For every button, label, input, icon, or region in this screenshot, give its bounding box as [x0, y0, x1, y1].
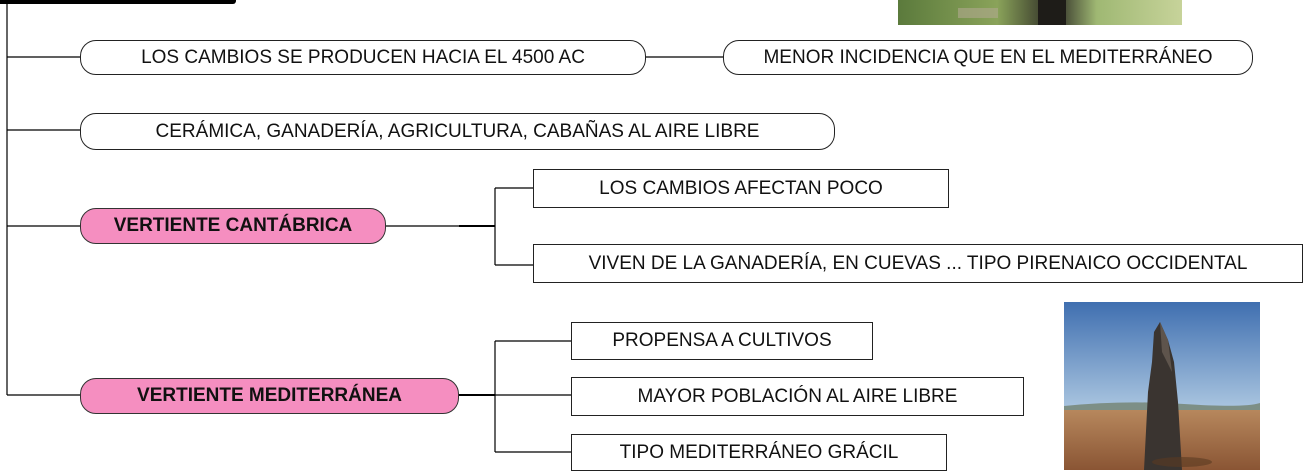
branch4-node[interactable]: VERTIENTE MEDITERRÁNEA [80, 378, 459, 414]
landscape-photo [898, 0, 1182, 25]
menhir-photo [1064, 302, 1260, 470]
branch2-node[interactable]: CERÁMICA, GANADERÍA, AGRICULTURA, CABAÑA… [80, 113, 835, 150]
branch3-child-2[interactable]: VIVEN DE LA GANADERÍA, EN CUEVAS ... TIP… [533, 244, 1303, 283]
branch4-child-2[interactable]: MAYOR POBLACIÓN AL AIRE LIBRE [571, 377, 1024, 416]
branch3-node[interactable]: VERTIENTE CANTÁBRICA [80, 208, 386, 244]
branch1-node[interactable]: LOS CAMBIOS SE PRODUCEN HACIA EL 4500 AC [80, 40, 646, 75]
branch4-child-3[interactable]: TIPO MEDITERRÁNEO GRÁCIL [571, 434, 947, 471]
root-node-edge [0, 0, 236, 4]
branch4-child-1[interactable]: PROPENSA A CULTIVOS [571, 322, 873, 360]
branch1-child-node[interactable]: MENOR INCIDENCIA QUE EN EL MEDITERRÁNEO [723, 40, 1253, 75]
branch3-child-1[interactable]: LOS CAMBIOS AFECTAN POCO [533, 169, 949, 208]
